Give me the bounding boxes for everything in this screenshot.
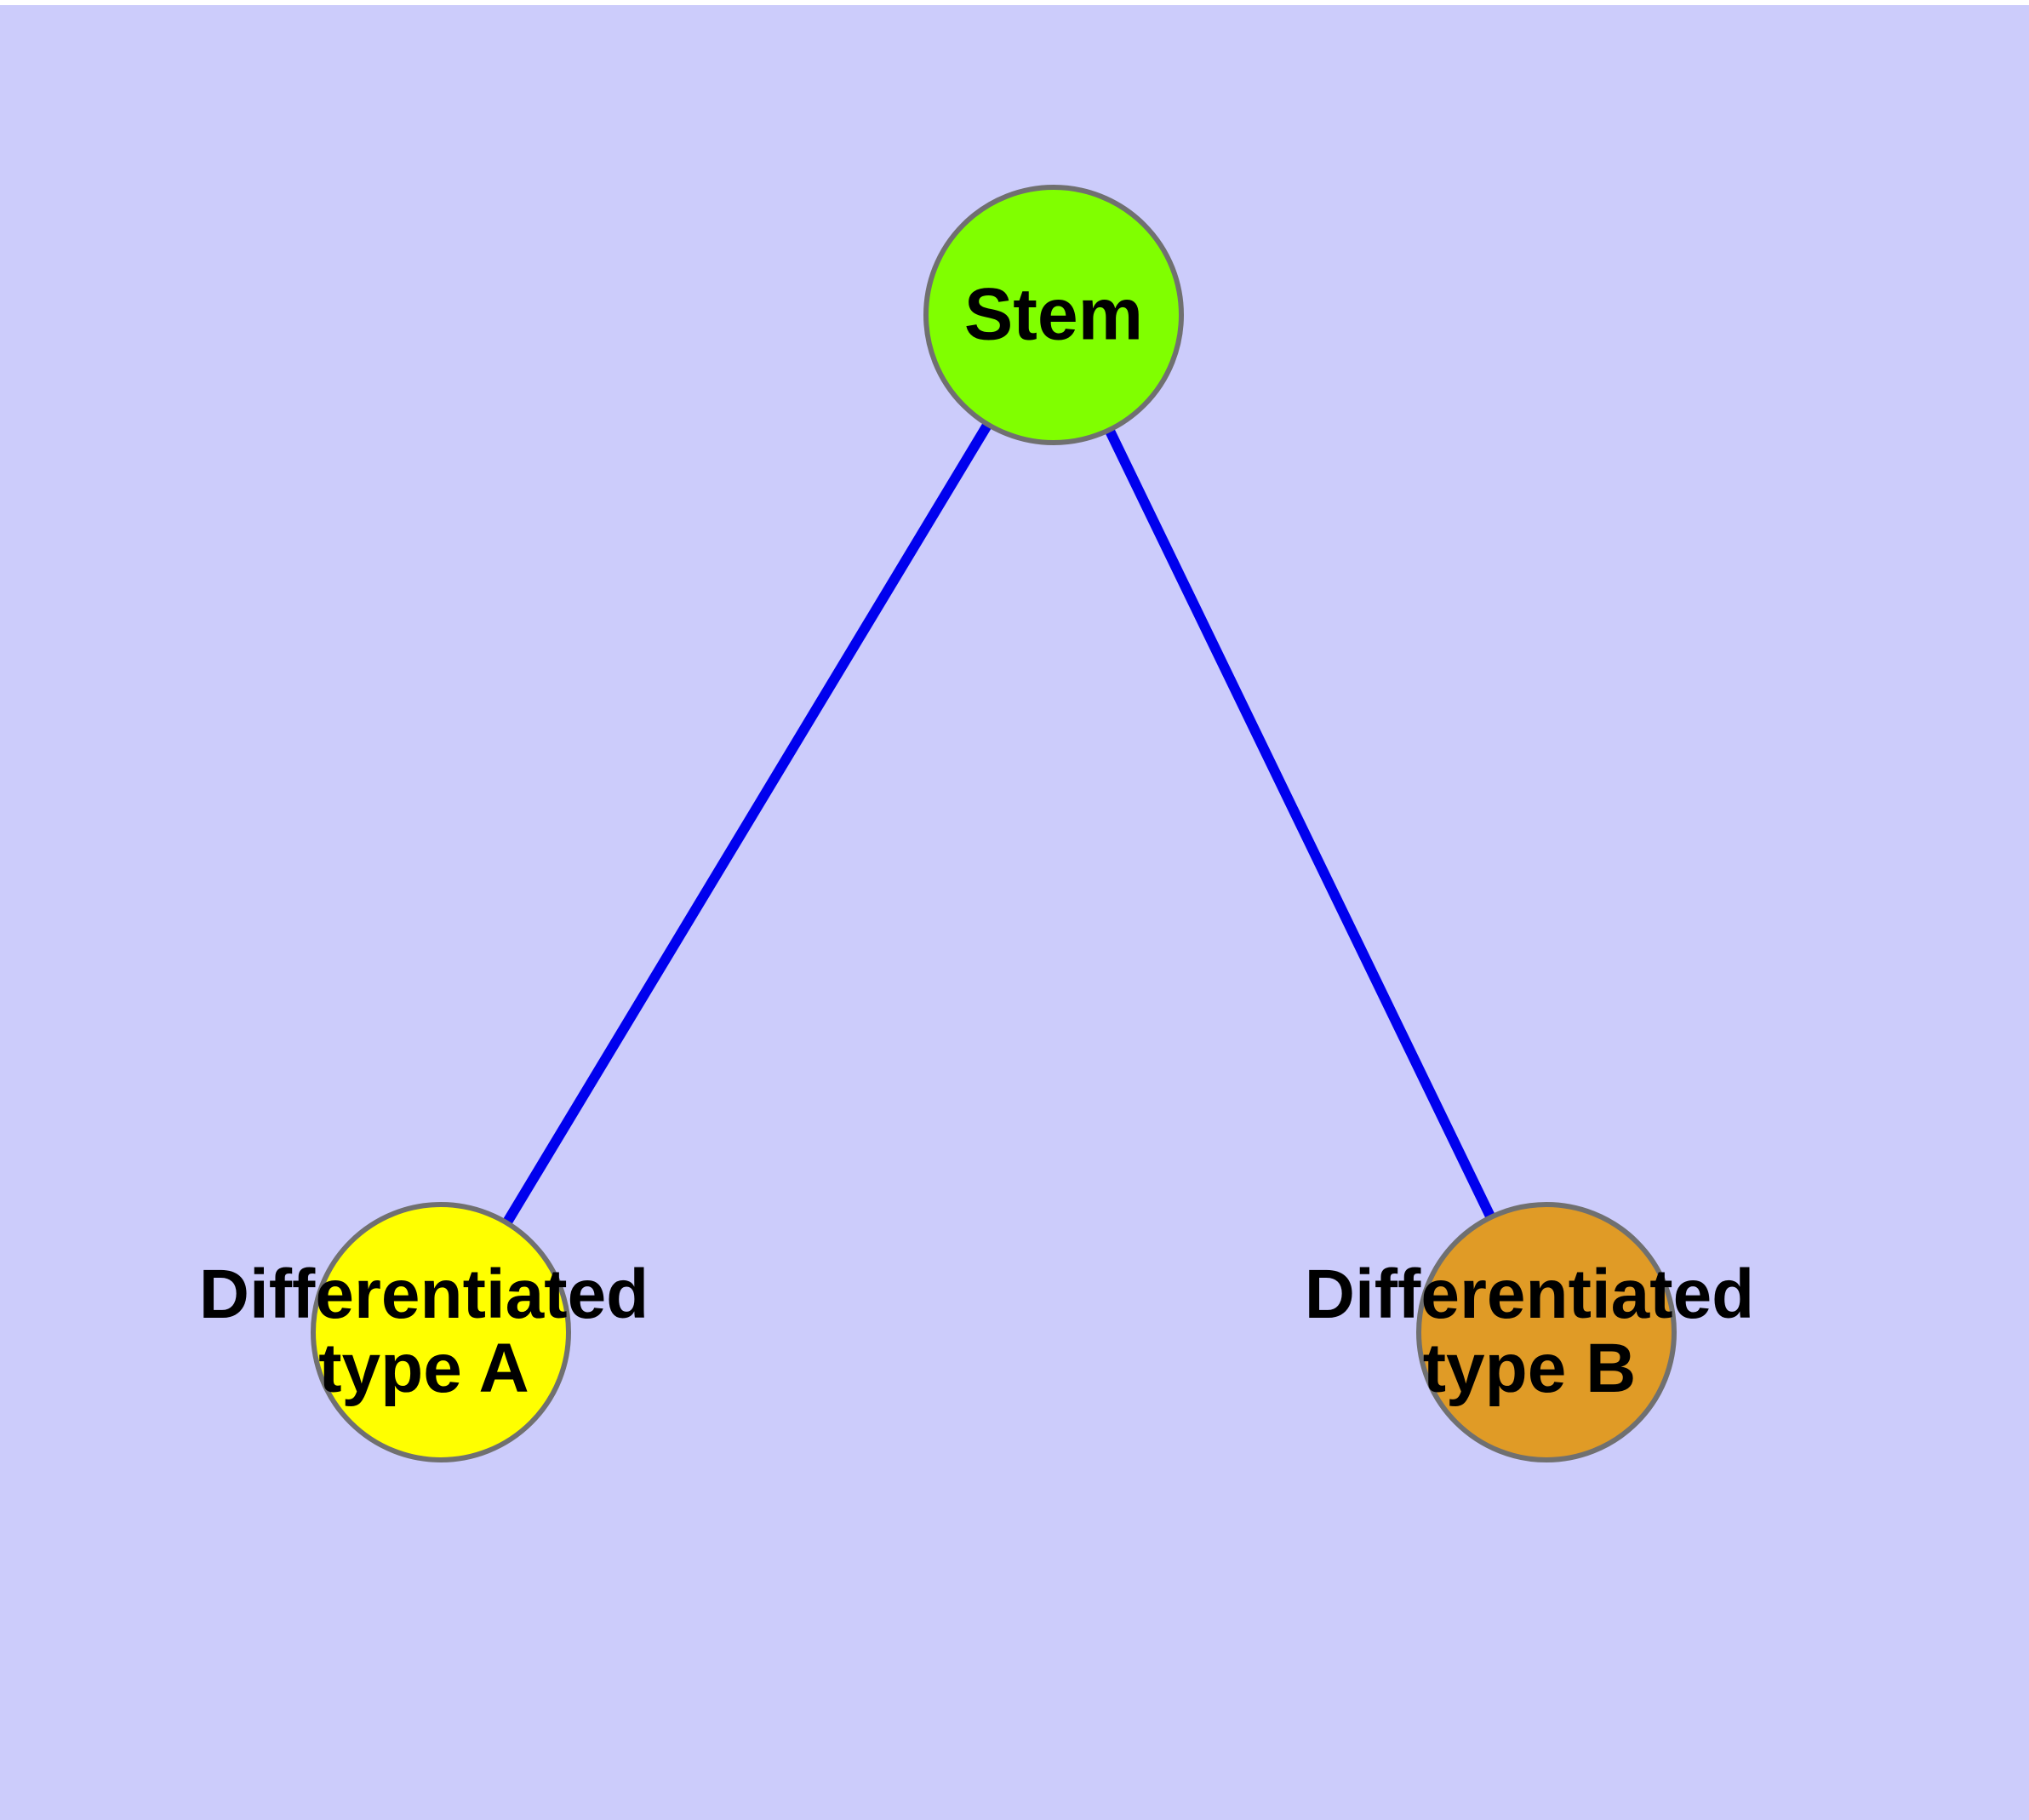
graph-svg [311,185,1677,1462]
node-circle-diff_b[interactable] [1416,1202,1677,1462]
edges-layer [436,312,1552,1336]
node-circle-diff_a[interactable] [311,1202,571,1462]
edge-stem-diff-b[interactable] [1049,312,1552,1335]
node-circle-stem[interactable] [923,185,1184,445]
edge-stem-diff-a[interactable] [436,312,1059,1336]
nodes-layer [311,185,1677,1462]
